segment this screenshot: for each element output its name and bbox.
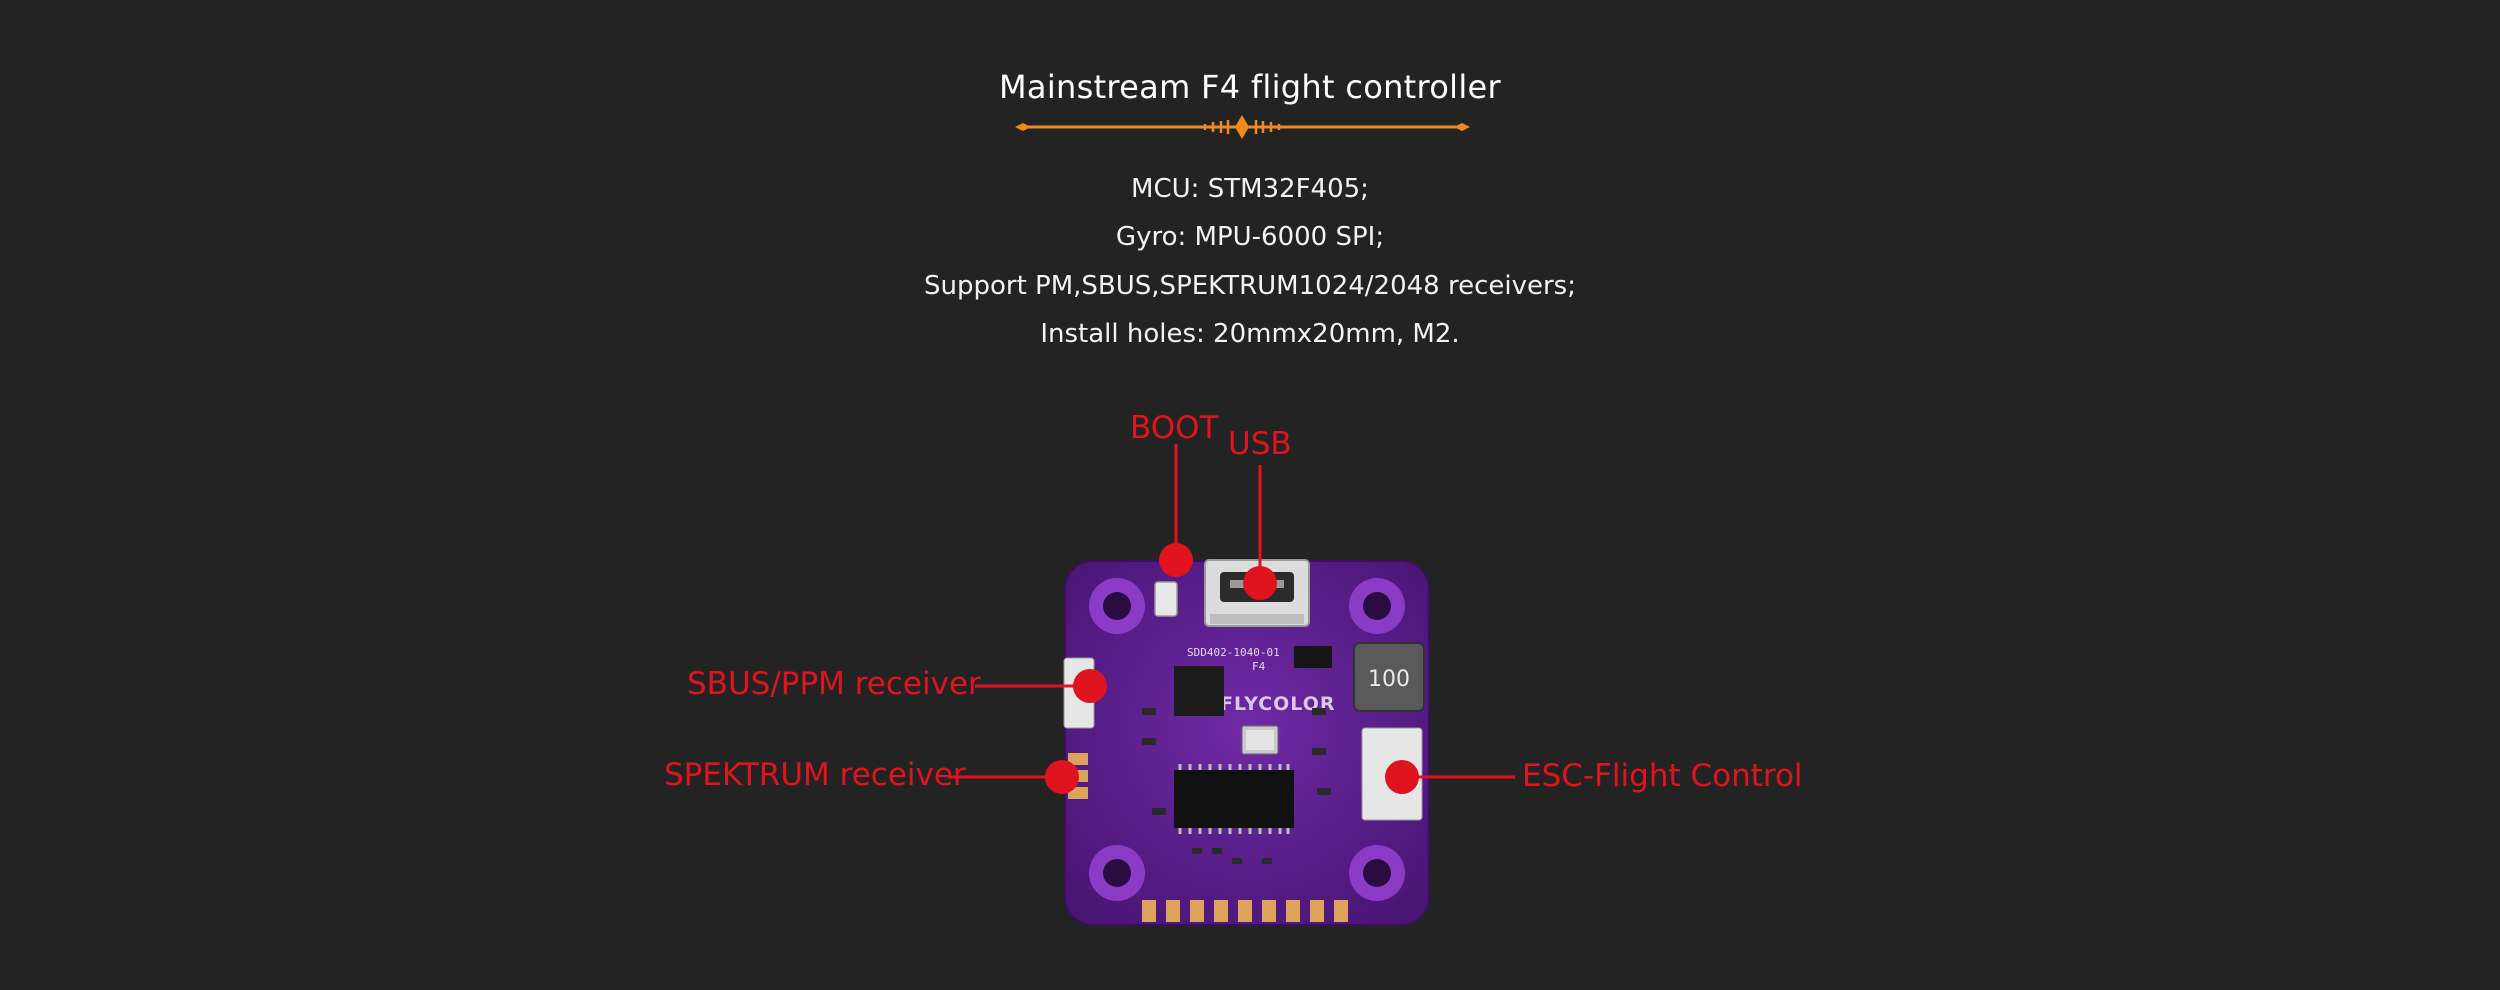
brand-silkscreen: FLYCOLOR xyxy=(1220,693,1336,715)
esc-marker-dot xyxy=(1385,760,1419,794)
chip-label: F4 xyxy=(1252,660,1266,673)
crystal xyxy=(1241,725,1279,755)
boot-marker-dot xyxy=(1159,543,1193,577)
mcu-chip xyxy=(1174,764,1294,834)
callout-sbus-ppm: SBUS/PPM receiver xyxy=(687,666,981,702)
spektrum-marker-dot xyxy=(1045,760,1079,794)
mounting-hole-top-right xyxy=(1349,578,1405,634)
spec-install-holes: Install holes: 20mmx20mm, M2. xyxy=(1040,319,1460,349)
boot-button xyxy=(1154,581,1178,617)
mounting-hole-bottom-right xyxy=(1349,845,1405,901)
inductor: 100 xyxy=(1353,642,1425,712)
page-title: Mainstream F4 flight controller xyxy=(999,68,1501,106)
ornament-divider xyxy=(1015,115,1470,139)
spec-mcu: MCU: STM32F405; xyxy=(1131,174,1369,204)
callout-spektrum: SPEKTRUM receiver xyxy=(664,757,966,793)
callout-esc: ESC-Flight Control xyxy=(1522,758,1803,794)
spec-gyro: Gyro: MPU-6000 SPI; xyxy=(1115,222,1385,252)
sbus-ppm-marker-dot xyxy=(1073,669,1107,703)
mounting-hole-bottom-left xyxy=(1089,845,1145,901)
usb-marker-dot xyxy=(1243,566,1277,600)
callout-boot: BOOT xyxy=(1130,410,1219,446)
gyro-chip xyxy=(1174,666,1224,716)
model-code: SDD402-1040-01 xyxy=(1187,646,1280,659)
spec-receivers: Support PM,SBUS,SPEKTRUM1024/2048 receiv… xyxy=(924,271,1576,301)
bottom-solder-pads xyxy=(1142,900,1348,922)
diode xyxy=(1294,646,1332,668)
flight-controller-board: SDD402-1040-01 F4 FLYCOLOR 100 xyxy=(1063,559,1430,926)
svg-text:100: 100 xyxy=(1368,667,1410,692)
mounting-hole-top-left xyxy=(1089,578,1145,634)
callout-usb: USB xyxy=(1228,426,1292,462)
